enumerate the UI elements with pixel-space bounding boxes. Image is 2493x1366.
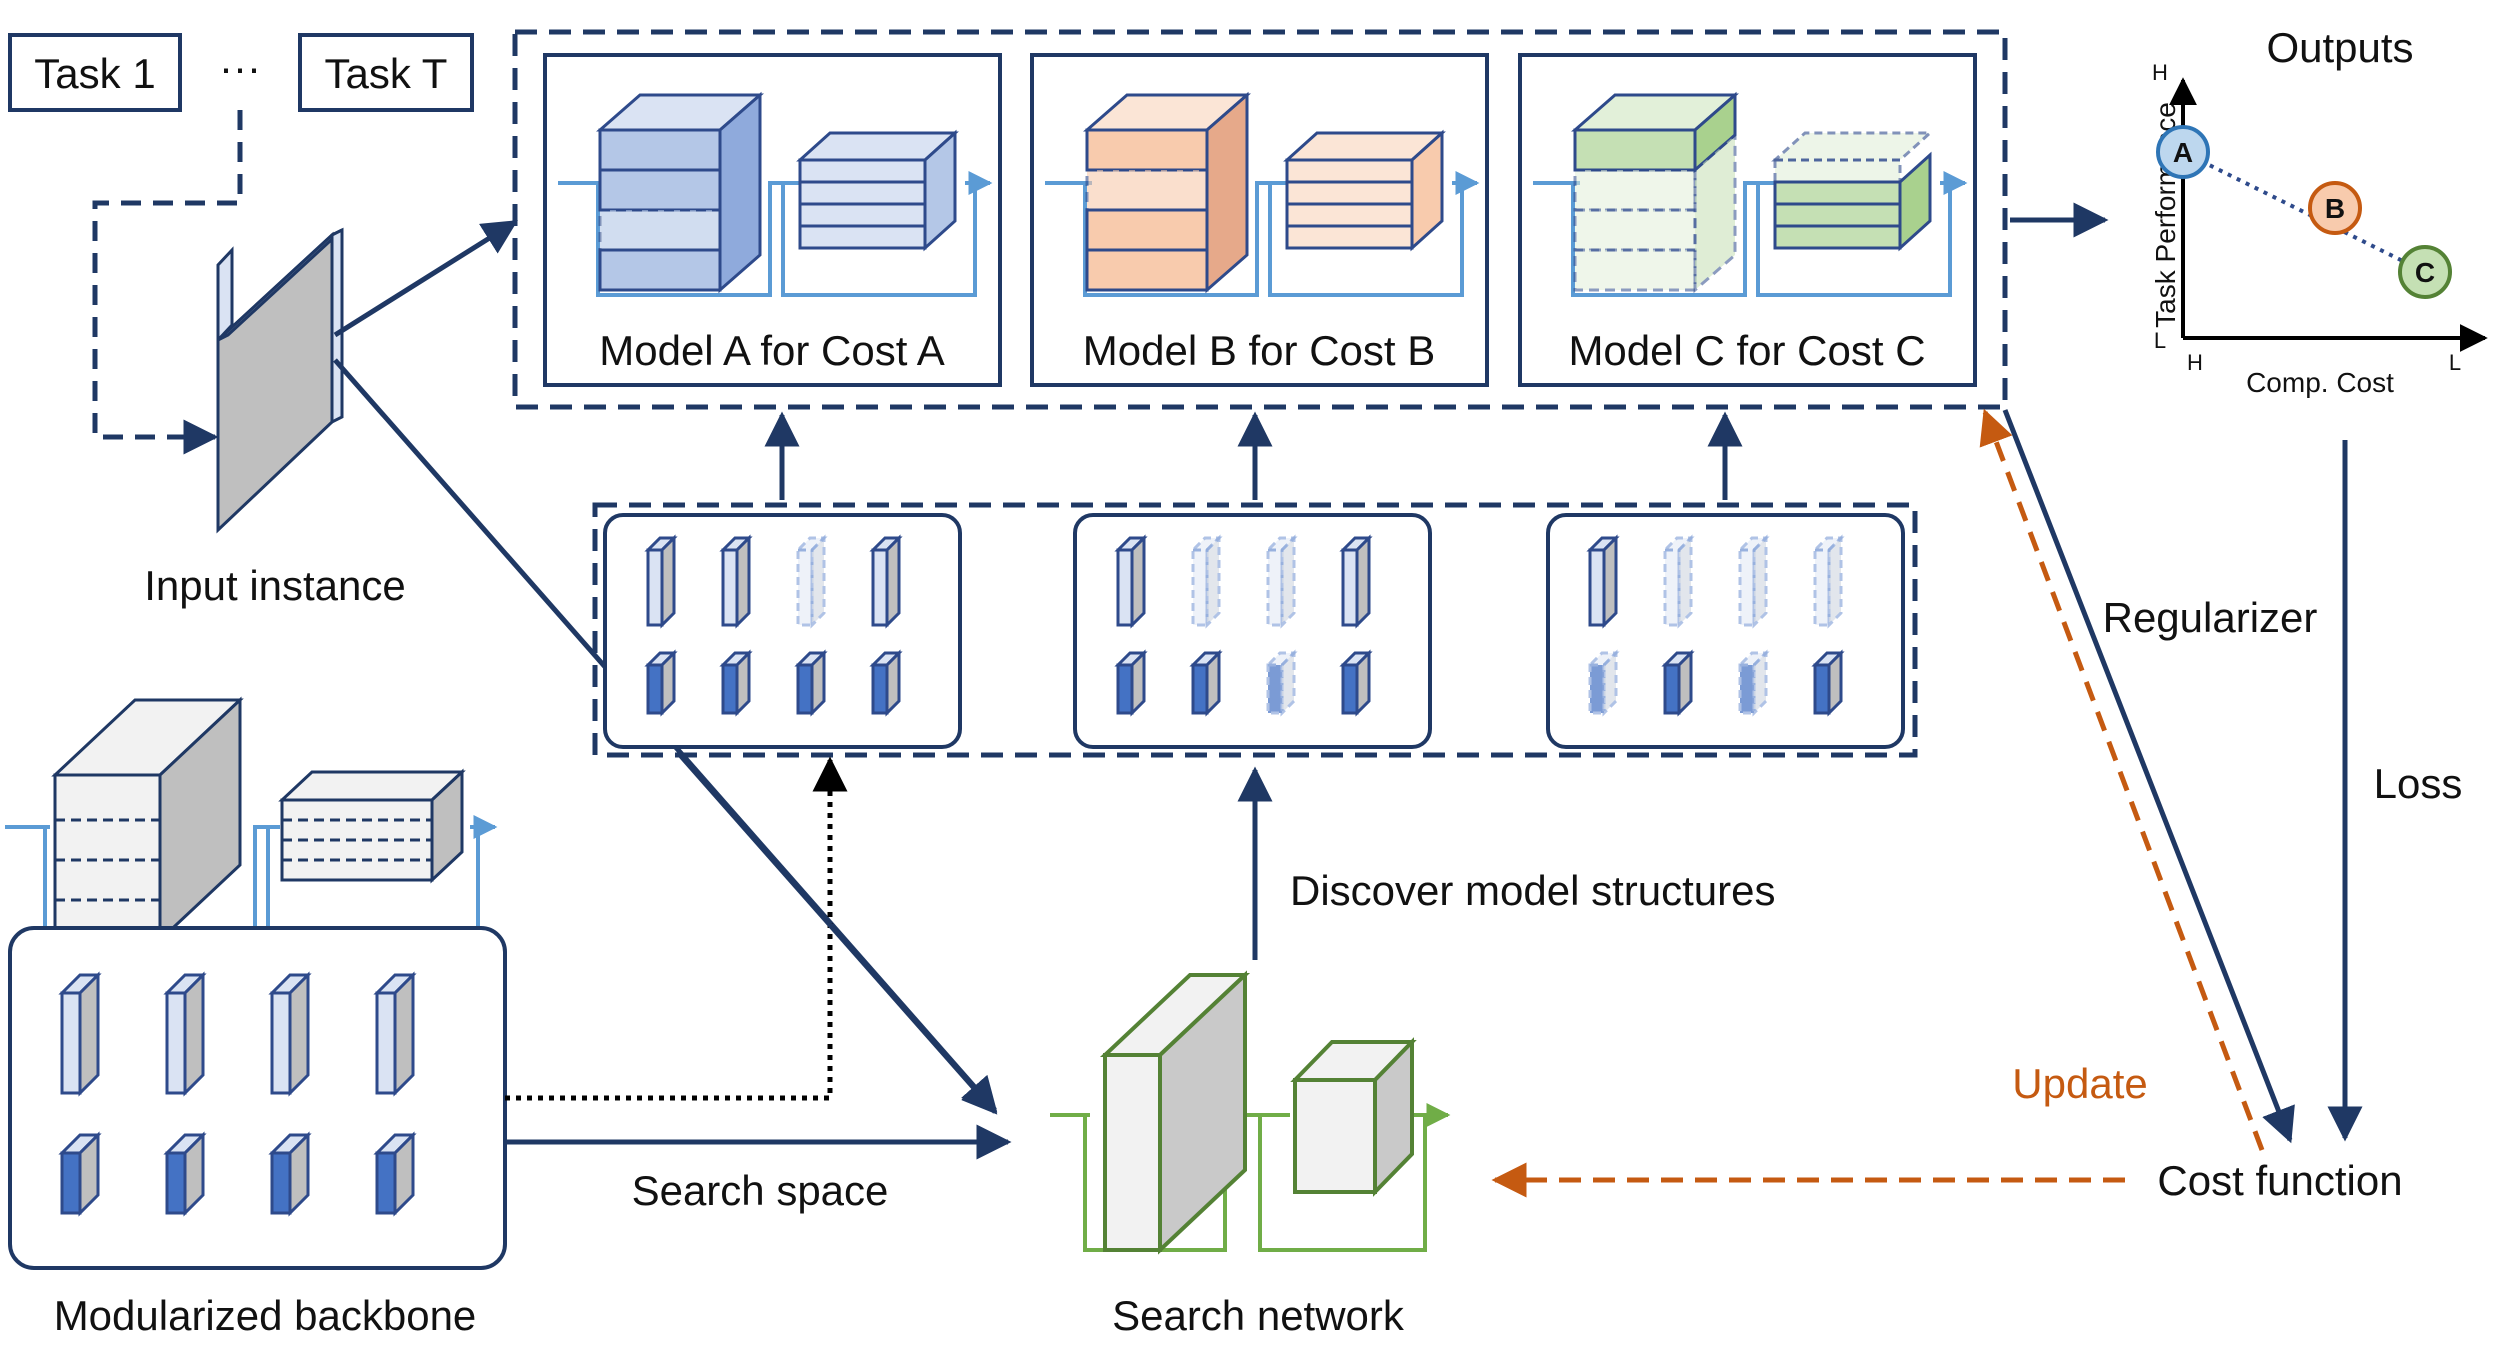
cuboid-icon (268, 971, 312, 1097)
cost-function-label: Cost function (2157, 1157, 2402, 1204)
models-group-box (512, 29, 2008, 410)
cuboid-icon (794, 649, 828, 717)
cuboid-icon (1114, 649, 1148, 717)
input-to-models-arrow (333, 219, 518, 338)
cuboid-icon (1661, 649, 1695, 717)
structure-a-to-search-network-arrow (678, 753, 998, 1115)
model-a-panel: Model A for Cost A (543, 53, 1002, 387)
task-1-label: Task 1 (34, 50, 155, 97)
search-space-label: Search space (632, 1167, 889, 1214)
model-b-label: Model B for Cost B (1083, 327, 1435, 374)
cuboid-icon (1264, 649, 1298, 717)
backbone-label: Modularized backbone (54, 1292, 477, 1339)
cuboid-icon (1736, 534, 1770, 629)
cuboid-icon (58, 1131, 102, 1217)
cuboid-icon (163, 1131, 207, 1217)
layer-stack-icon (1571, 91, 1739, 294)
outputs-chart: Outputs Task Performance H L H L Comp. C… (2150, 24, 2488, 398)
outputs-y-low: L (2154, 328, 2166, 353)
cuboid-icon (163, 971, 207, 1097)
cuboid-icon (1189, 534, 1223, 629)
outputs-x-axis-label: Comp. Cost (2246, 367, 2394, 398)
discover-structures-label: Discover model structures (1290, 867, 1775, 914)
cuboid-icon (1811, 534, 1845, 629)
cuboid-icon (1586, 649, 1620, 717)
point-a-letter: A (2173, 137, 2193, 168)
cuboid-icon (58, 971, 102, 1097)
cuboid-icon (719, 534, 753, 629)
outputs-x-low: L (2449, 350, 2461, 375)
regularizer-arrow (2002, 409, 2295, 1144)
layer-stack-icon (1771, 131, 1934, 252)
outputs-y-high: H (2152, 60, 2168, 85)
structures-group-box (592, 502, 1918, 758)
point-c-marker: C (2398, 245, 2452, 299)
point-b-marker: B (2308, 181, 2362, 235)
layer-stack-icon (596, 91, 764, 294)
structure-a-box (603, 513, 962, 749)
structure-b-box (1073, 513, 1432, 749)
cuboid-icon (1339, 534, 1373, 629)
backbone-box (8, 926, 507, 1270)
update-label: Update (2012, 1060, 2147, 1107)
task-1-box: Task 1 (8, 33, 182, 112)
model-c-panel: Model C for Cost C (1518, 53, 1977, 387)
cuboid-icon (1586, 534, 1620, 629)
model-c-label: Model C for Cost C (1568, 327, 1925, 374)
cuboid-icon (869, 649, 903, 717)
point-b-letter: B (2325, 193, 2345, 224)
search-network-label: Search network (1112, 1292, 1405, 1339)
cuboid-icon (1114, 534, 1148, 629)
structure-c-box (1546, 513, 1905, 749)
outputs-trend-line (2182, 150, 2426, 274)
cuboid-icon (794, 534, 828, 629)
cuboid-icon (373, 1131, 417, 1217)
task-to-input-arrow (92, 110, 243, 455)
layer-stack-icon (1083, 91, 1251, 294)
loss-label: Loss (2374, 760, 2463, 807)
layer-stack-icon (1283, 129, 1446, 252)
input-instance-label: Input instance (144, 562, 406, 609)
search-network-icon (1050, 970, 1451, 1255)
cuboid-icon (1661, 534, 1695, 629)
task-ellipsis: ··· (219, 44, 261, 91)
search-space-dotted-arrow (505, 756, 848, 1101)
cuboid-icon (268, 1131, 312, 1217)
point-c-letter: C (2415, 257, 2435, 288)
regularizer-label: Regularizer (2103, 594, 2318, 641)
cuboid-icon (1339, 649, 1373, 717)
task-t-label: Task T (325, 50, 448, 97)
layer-stack-icon (796, 129, 959, 252)
update-regularizer-arrow (1979, 408, 2265, 1151)
cuboid-icon (1264, 534, 1298, 629)
model-a-label: Model A for Cost A (599, 327, 945, 374)
model-b-panel: Model B for Cost B (1030, 53, 1489, 387)
cuboid-icon (644, 534, 678, 629)
task-t-box: Task T (298, 33, 474, 112)
cuboid-icon (719, 649, 753, 717)
outputs-x-high: H (2187, 350, 2203, 375)
backbone-layer-stack (5, 696, 498, 960)
cuboid-icon (1189, 649, 1223, 717)
point-a-marker: A (2156, 125, 2210, 179)
outputs-title: Outputs (2266, 24, 2413, 71)
cuboid-icon (869, 534, 903, 629)
cuboid-icon (373, 971, 417, 1097)
cuboid-icon (1811, 649, 1845, 717)
input-instance-icon (216, 227, 344, 534)
cuboid-icon (644, 649, 678, 717)
cuboid-icon (1736, 649, 1770, 717)
